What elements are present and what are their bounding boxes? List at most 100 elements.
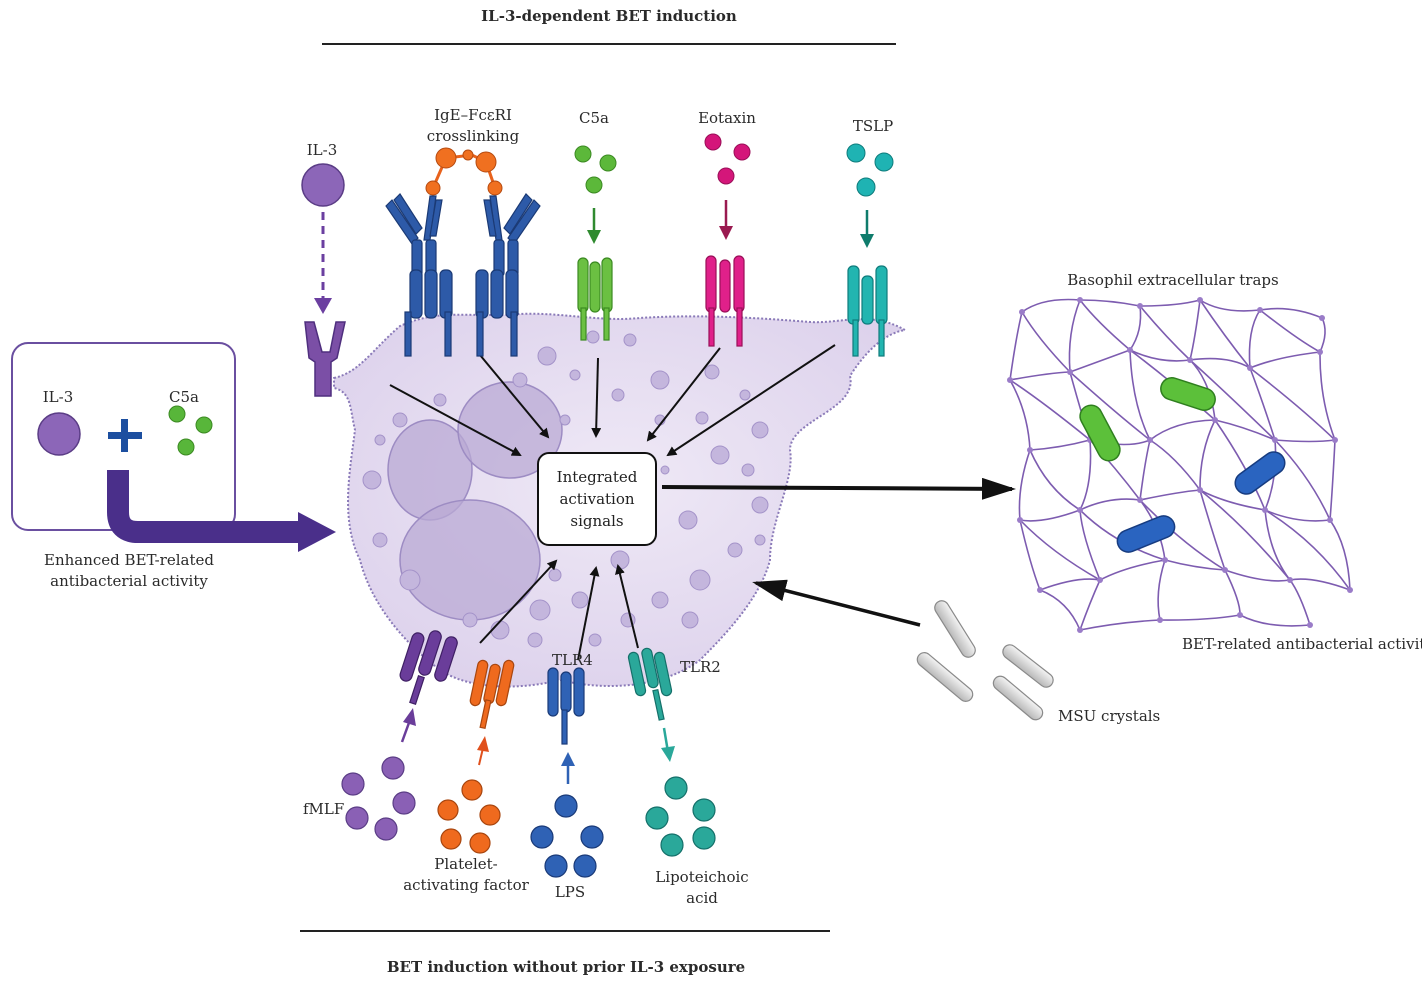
trap-strand bbox=[1289, 579, 1311, 626]
granule bbox=[739, 389, 751, 401]
trap-strand bbox=[1129, 305, 1142, 351]
c5a-label: C5a bbox=[579, 109, 609, 127]
inset-il3-label: IL-3 bbox=[42, 388, 74, 406]
bottom-header: BET induction without prior IL-3 exposur… bbox=[386, 958, 746, 976]
trap-node bbox=[1222, 567, 1228, 573]
trap-strand bbox=[1248, 309, 1261, 369]
trap-node bbox=[1077, 627, 1083, 633]
trap-strand bbox=[1319, 317, 1326, 353]
tlr4-label: TLR4 bbox=[552, 651, 593, 669]
trap-strand bbox=[1164, 559, 1226, 571]
granule bbox=[751, 496, 769, 514]
lps-ligands bbox=[530, 794, 604, 878]
trap-node bbox=[1017, 517, 1023, 523]
ige-label-line2: crosslinking bbox=[426, 127, 520, 145]
trap-strand bbox=[1249, 351, 1321, 369]
tlr2-receptor bbox=[627, 647, 673, 721]
trap-node bbox=[1037, 587, 1043, 593]
trap-strand bbox=[1139, 489, 1201, 501]
granule bbox=[571, 591, 589, 609]
inset-c5a-label: C5a bbox=[169, 388, 199, 406]
integrated-activation-box: Integrated activation signals bbox=[537, 452, 657, 546]
trap-node bbox=[1319, 315, 1325, 321]
granule bbox=[610, 550, 630, 570]
eotaxin-label: Eotaxin bbox=[698, 109, 756, 127]
granule bbox=[362, 470, 382, 490]
c5a-ligands bbox=[574, 145, 617, 194]
tlr4-receptor bbox=[547, 667, 585, 745]
trap-strand bbox=[1099, 559, 1166, 581]
trap-strand bbox=[1199, 299, 1251, 369]
granule bbox=[433, 393, 447, 407]
trap-strand bbox=[1139, 305, 1191, 361]
trap-strand bbox=[1079, 498, 1141, 511]
cytoplasmic-granules bbox=[362, 330, 769, 648]
c5a-receptor bbox=[577, 257, 613, 341]
msu-crystals bbox=[916, 600, 1054, 721]
granule bbox=[754, 534, 766, 546]
trap-strand bbox=[1029, 449, 1081, 511]
inset-arrow bbox=[107, 470, 300, 543]
tslp-label: TSLP bbox=[852, 117, 894, 135]
trap-node bbox=[1067, 369, 1073, 375]
trap-strand bbox=[1214, 419, 1266, 511]
trap-node bbox=[1077, 507, 1083, 513]
trap-strand bbox=[1009, 311, 1023, 381]
trap-node bbox=[1197, 487, 1203, 493]
trap-strand bbox=[1149, 439, 1201, 491]
trap-strand bbox=[1079, 509, 1101, 581]
arrow-from-msu bbox=[752, 579, 921, 627]
trap-strand bbox=[1021, 298, 1081, 313]
trap-node bbox=[1097, 577, 1103, 583]
traps-title: Basophil extracellular traps bbox=[1067, 271, 1279, 289]
granule bbox=[569, 369, 581, 381]
il3-label: IL-3 bbox=[306, 141, 338, 159]
trap-node bbox=[1247, 365, 1253, 371]
granule bbox=[372, 532, 388, 548]
trap-node bbox=[1147, 437, 1153, 443]
trap-node bbox=[1187, 357, 1193, 363]
trap-strand bbox=[1079, 299, 1141, 307]
trap-strand bbox=[1139, 299, 1201, 307]
trap-node bbox=[1347, 587, 1353, 593]
trap-strand bbox=[1009, 371, 1071, 381]
trap-strand bbox=[1079, 579, 1101, 631]
granule bbox=[689, 569, 711, 591]
granule bbox=[611, 388, 625, 402]
trap-strand bbox=[1329, 439, 1336, 521]
trap-node bbox=[1137, 497, 1143, 503]
trap-strand bbox=[1019, 519, 1101, 581]
trap-strand bbox=[1079, 439, 1092, 511]
paf-receptor bbox=[469, 659, 515, 730]
trap-strand bbox=[1239, 614, 1311, 627]
trap-node bbox=[1317, 349, 1323, 355]
trap-node bbox=[1007, 377, 1013, 383]
il3-ligand bbox=[301, 163, 345, 207]
center-box-line2: activation bbox=[559, 490, 635, 508]
fmlf-ligands bbox=[341, 756, 416, 841]
trap-strand bbox=[1068, 299, 1081, 373]
granule bbox=[704, 364, 720, 380]
trap-node bbox=[1162, 557, 1168, 563]
trap-node bbox=[1197, 297, 1203, 303]
inset-c5a-balls bbox=[168, 405, 213, 456]
tslp-receptor bbox=[847, 265, 888, 357]
trap-node bbox=[1287, 577, 1293, 583]
trap-node bbox=[1262, 507, 1268, 513]
il3-receptor bbox=[304, 321, 346, 397]
granule bbox=[741, 463, 755, 477]
eotaxin-receptor bbox=[705, 255, 745, 347]
trap-node bbox=[1019, 309, 1025, 315]
granule bbox=[548, 568, 562, 582]
granule bbox=[751, 421, 769, 439]
granule bbox=[586, 330, 600, 344]
granule bbox=[512, 372, 528, 388]
granule bbox=[537, 346, 557, 366]
trap-strand bbox=[1329, 519, 1351, 591]
inset-caption-line1: Enhanced BET-related bbox=[44, 551, 214, 569]
trap-strand bbox=[1264, 509, 1331, 522]
trap-strand bbox=[1289, 578, 1351, 591]
trap-strand bbox=[1264, 509, 1351, 591]
paf-label-line2: activating factor bbox=[403, 876, 529, 894]
